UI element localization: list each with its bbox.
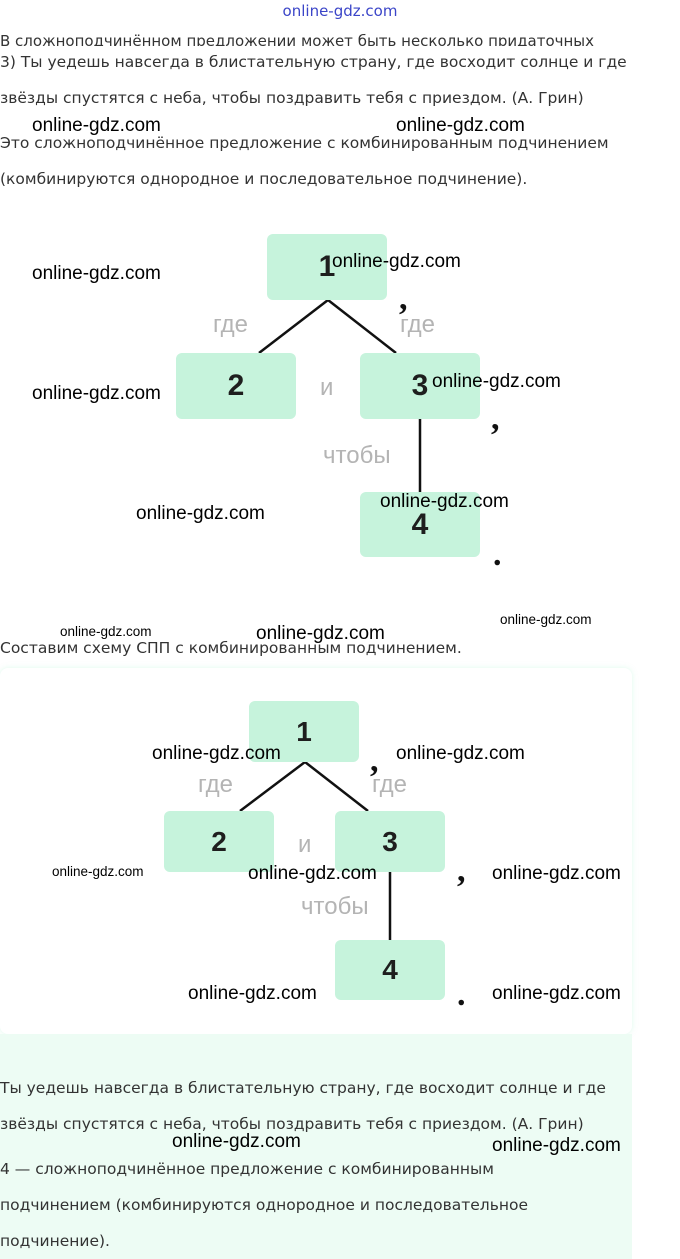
watermark: online-gdz.com: [492, 1135, 621, 1156]
sentence-line-1: 3) Ты уедешь навсегда в блистательную ст…: [0, 53, 627, 71]
watermark: online-gdz.com: [188, 983, 317, 1004]
analysis-line-1: Это сложноподчинённое предложение с комб…: [0, 134, 609, 152]
diagram-1-conj-chtoby: чтобы: [323, 442, 391, 469]
diagram-2-connectors: [239, 761, 392, 940]
sentence-line-2: звёзды спустятся с неба, чтобы поздравит…: [0, 89, 584, 107]
diagram-1-conj-right: где: [400, 311, 436, 338]
watermark: online-gdz.com: [380, 491, 509, 512]
diagram-2-conj-right: где: [372, 771, 408, 798]
answer-line-3: 4 — сложноподчинённое предложение с комб…: [0, 1160, 494, 1178]
watermark: online-gdz.com: [492, 863, 621, 884]
diagram-1-box-4: 4: [360, 492, 480, 557]
diagram-1-connectors: [258, 299, 422, 492]
watermark: online-gdz.com: [52, 864, 144, 879]
watermark: online-gdz.com: [332, 251, 461, 272]
watermark: online-gdz.com: [152, 743, 281, 764]
diagram-2-comma-2: ,: [457, 852, 466, 889]
watermark: online-gdz.com: [492, 983, 621, 1004]
watermark: online-gdz.com: [60, 624, 152, 639]
watermark: online-gdz.com: [32, 115, 161, 136]
watermark: online-gdz.com: [32, 383, 161, 404]
diagram-2-conj-chtoby: чтобы: [301, 893, 369, 920]
scheme-diagram-2: 1 2 3 4 где где и чтобы , , .: [164, 701, 466, 1013]
diagram-1-period: .: [493, 536, 502, 573]
watermark: online-gdz.com: [396, 115, 525, 136]
answer-block: [0, 1034, 632, 1259]
watermark: online-gdz.com: [248, 863, 377, 884]
scheme-intro-text: Составим схему СПП с комбинированным под…: [0, 639, 462, 657]
watermark: online-gdz.com: [136, 503, 265, 524]
diagram-2-box-1: 1: [249, 701, 359, 762]
watermark: online-gdz.com: [172, 1131, 301, 1152]
answer-line-1: Ты уедешь навсегда в блистательную стран…: [0, 1079, 606, 1097]
diagram-2-box-3: 3: [335, 811, 445, 872]
diagram-1-box-2: 2: [176, 353, 296, 419]
answer-line-2: звёзды спустятся с неба, чтобы поздравит…: [0, 1115, 584, 1133]
watermark: online-gdz.com: [432, 371, 561, 392]
watermark: online-gdz.com: [500, 612, 592, 627]
diagram-2-box-4: 4: [335, 940, 445, 1000]
scheme-diagram-1: 1 2 3 4 где где и чтобы , , .: [0, 0, 680, 600]
intro-cut-text: В сложноподчинённом предложении может бы…: [0, 32, 595, 46]
diagram-1-conj-left: где: [213, 311, 249, 338]
diagram-2-conj-and: и: [298, 831, 312, 858]
diagram-2-conj-left: где: [198, 771, 234, 798]
watermark: online-gdz.com: [32, 263, 161, 284]
diagram-2-box-2: 2: [164, 811, 274, 872]
answer-line-5: подчинение).: [0, 1232, 110, 1250]
diagram-2-period: .: [457, 976, 466, 1013]
site-header-link[interactable]: online-gdz.com: [282, 2, 398, 20]
diagram-1-conj-and: и: [320, 374, 334, 401]
diagram-1-comma-1: ,: [399, 280, 408, 317]
answer-line-4: подчинением (комбинируются однородное и …: [0, 1196, 528, 1214]
watermark: online-gdz.com: [396, 743, 525, 764]
watermark: online-gdz.com: [256, 623, 385, 644]
diagram-1-comma-2: ,: [491, 400, 500, 437]
diagram-1-box-3: 3: [360, 353, 480, 419]
diagram-2-comma-1: ,: [370, 742, 379, 779]
diagram-1-box-1: 1: [267, 234, 387, 300]
analysis-line-2: (комбинируются однородное и последовател…: [0, 170, 528, 188]
